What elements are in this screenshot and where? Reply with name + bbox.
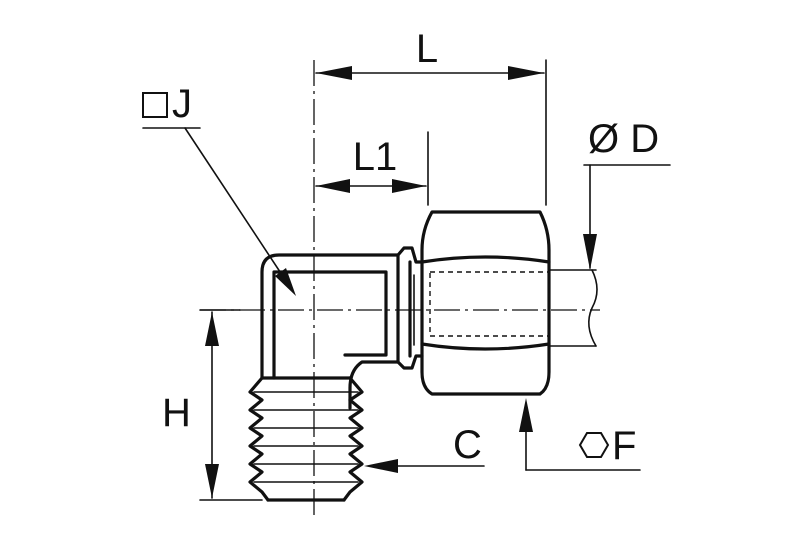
dim-L1-arrow-right bbox=[392, 179, 426, 193]
hex-nut-upper-face bbox=[420, 255, 551, 264]
connector-neck bbox=[396, 246, 424, 370]
elbow-inner-recess bbox=[272, 270, 388, 380]
dim-L1-arrow-left bbox=[316, 179, 350, 193]
label-D: Ø D bbox=[588, 117, 659, 161]
center-lines bbox=[200, 60, 600, 520]
dimension-L1: L1 bbox=[315, 131, 429, 206]
leader-F-arrow bbox=[519, 398, 533, 432]
leader-J: J bbox=[142, 82, 296, 296]
label-C: C bbox=[453, 423, 482, 467]
hex-nut-lower-face bbox=[420, 342, 551, 351]
label-H: H bbox=[162, 391, 191, 435]
dim-L-arrow-left bbox=[316, 66, 352, 80]
label-L: L bbox=[416, 27, 438, 71]
male-thread bbox=[248, 376, 364, 502]
dim-H-arrow-bottom bbox=[205, 464, 219, 498]
dimension-L: L bbox=[315, 27, 547, 206]
tube-bore-hidden bbox=[429, 271, 550, 337]
label-L1: L1 bbox=[353, 135, 398, 179]
dim-L-arrow-right bbox=[508, 66, 544, 80]
hex-nut bbox=[420, 210, 551, 396]
tube-break-line bbox=[588, 269, 598, 347]
thread-crest-lines bbox=[253, 391, 359, 483]
leader-F: F bbox=[519, 398, 641, 471]
dimension-D: Ø D bbox=[583, 117, 671, 270]
thread-right-profile bbox=[342, 376, 364, 502]
dim-D-arrow bbox=[583, 234, 597, 270]
leader-J-line bbox=[184, 127, 293, 291]
hex-nut-outline bbox=[420, 210, 551, 396]
tube-stub bbox=[548, 269, 598, 347]
label-F: F bbox=[612, 424, 636, 468]
leader-C-arrow bbox=[364, 459, 398, 473]
dim-H-arrow-top bbox=[205, 312, 219, 346]
dimension-H: H bbox=[162, 309, 263, 501]
neck-outline bbox=[396, 246, 424, 370]
leader-J-arrow bbox=[275, 268, 296, 296]
hexagon-across-flats-icon bbox=[578, 432, 610, 458]
thread-left-profile bbox=[248, 376, 270, 502]
label-J: J bbox=[172, 82, 192, 126]
leader-C: C bbox=[364, 423, 485, 473]
square-across-flats-icon bbox=[142, 92, 168, 118]
